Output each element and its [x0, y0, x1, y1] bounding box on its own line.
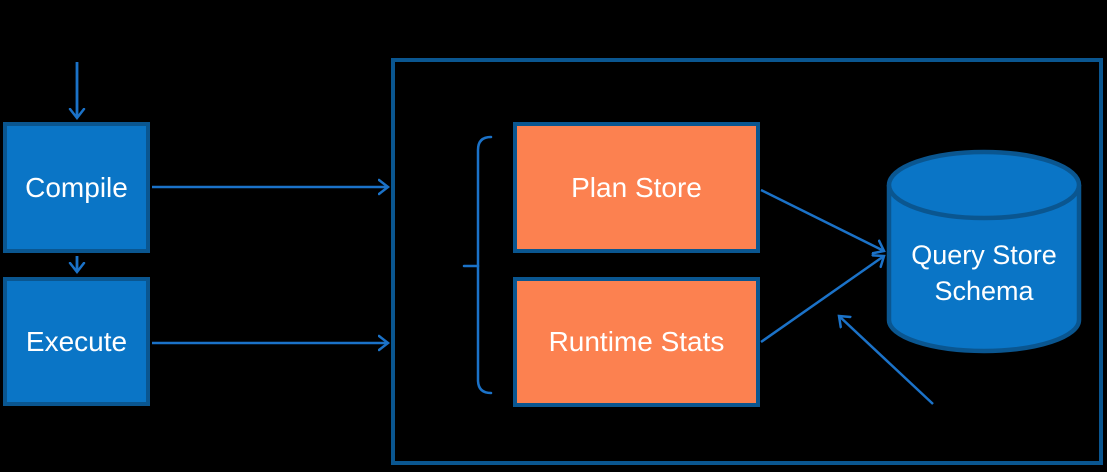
runtime-stats-node: Runtime Stats: [513, 277, 760, 407]
plan-store-node: Plan Store: [513, 122, 760, 253]
arrow-bottom-to-schema: [839, 316, 934, 405]
arrow-runtime-stats-to-schema: [760, 256, 884, 344]
execute-node: Execute: [3, 277, 150, 406]
query-store-container: [391, 58, 1103, 465]
runtime-stats-label: Runtime Stats: [548, 326, 725, 357]
arrow-plan-store-to-schema: [760, 188, 884, 251]
execute-label: Execute: [25, 325, 128, 357]
query-store-schema-label: Query Store Schema: [911, 240, 1057, 306]
compile-node: Compile: [3, 122, 150, 253]
compile-label: Compile: [25, 171, 128, 203]
query-store-schema-cylinder: [886, 149, 1082, 354]
cylinder-top: [886, 149, 1082, 221]
plan-store-label: Plan Store: [571, 171, 702, 203]
cylinder-body: [886, 185, 1082, 354]
